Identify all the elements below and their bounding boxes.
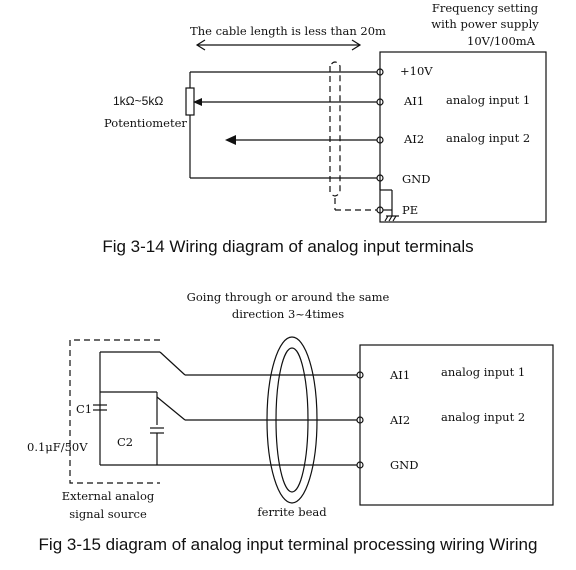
supply-header-line1: Frequency setting [432,1,539,15]
switch-1 [159,351,186,376]
label-pe: PE [402,203,418,217]
label-analog-input-1: analog input 1 [446,93,530,107]
switch-2 [156,396,186,421]
label-c1: C1 [76,402,92,416]
source-label-line2: signal source [69,507,147,521]
label-analog-input-2: analog input 2 [446,131,530,145]
cable-length-note: The cable length is less than 20m [190,24,386,38]
signal-source-box [69,339,160,484]
wiper-arrow [193,98,202,106]
label-10v: +10V [400,64,433,78]
ferrite-bead-label: ferrite bead [257,505,327,519]
label-gnd-2: GND [390,458,418,472]
ferrite-note-line1: Going through or around the same [187,290,390,304]
label-c2: C2 [117,435,133,449]
supply-header-line2: with power supply [431,17,539,31]
supply-header-line3: 10V/100mA [467,34,536,48]
label-analog-input-1-2: analog input 1 [441,365,525,379]
cable-length-arrow [195,39,362,51]
pot-label: Potentiometer [104,116,187,130]
source-label-line1: External analog [62,489,155,503]
figure-3-15: Going through or around the same directi… [27,290,554,554]
label-ai1-2: AI1 [389,368,410,382]
pot-value: 1kΩ~5kΩ [113,94,163,108]
potentiometer-resistor [185,87,195,116]
label-ai1: AI1 [403,94,424,108]
caption-fig-3-15: Fig 3-15 diagram of analog input termina… [39,535,538,554]
shield-cable [329,61,377,211]
label-gnd: GND [402,172,430,186]
label-ai2: AI2 [403,132,424,146]
caption-fig-3-14: Fig 3-14 Wiring diagram of analog input … [102,237,473,256]
label-ai2-2: AI2 [389,413,410,427]
label-analog-input-2-2: analog input 2 [441,410,525,424]
figure-3-14: Frequency setting with power supply 10V/… [102,1,547,256]
capacitor-c2 [150,427,164,465]
terminal-block-box-2 [359,344,554,506]
ferrite-bead [266,336,318,504]
earth-ground-icon [384,210,399,222]
capacitor-value: 0.1μF/50V [27,440,88,454]
ai2-arrow [225,135,236,145]
capacitor-c1 [93,404,107,411]
ferrite-note-line2: direction 3~4times [232,307,344,321]
